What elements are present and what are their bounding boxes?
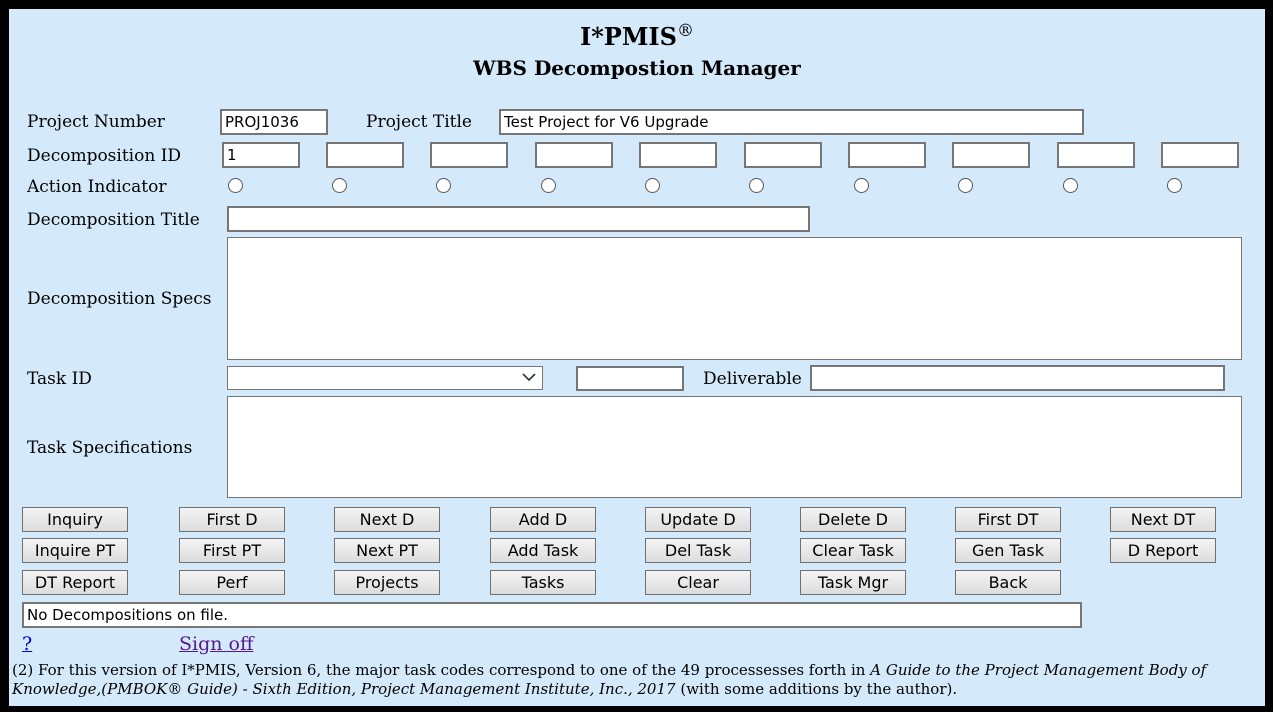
clear-task-button[interactable]: Clear Task [800, 538, 906, 563]
perf-button[interactable]: Perf [179, 570, 285, 595]
first-dt-button[interactable]: First DT [955, 507, 1061, 532]
add-task-button[interactable]: Add Task [490, 538, 596, 563]
action-indicator-radio-1[interactable] [228, 178, 243, 193]
footnote-citation: A Guide to the Project Management Body o… [12, 661, 1207, 698]
project-number-label: Project Number [27, 112, 165, 132]
next-dt-button[interactable]: Next DT [1110, 507, 1216, 532]
decomposition-id-input-9[interactable] [1057, 142, 1135, 168]
update-d-button[interactable]: Update D [645, 507, 751, 532]
decomposition-id-input-5[interactable] [639, 142, 717, 168]
status-message: No Decompositions on file. [22, 602, 1082, 628]
action-indicator-radio-9[interactable] [1063, 178, 1078, 193]
back-button[interactable]: Back [955, 570, 1061, 595]
page-frame: I*PMIS® WBS Decompostion Manager Project… [9, 9, 1265, 706]
action-indicator-radio-10[interactable] [1167, 178, 1182, 193]
action-indicator-radio-5[interactable] [645, 178, 660, 193]
decomposition-id-input-8[interactable] [952, 142, 1030, 168]
action-indicator-radio-4[interactable] [541, 178, 556, 193]
action-indicator-radio-2[interactable] [332, 178, 347, 193]
action-indicator-radio-8[interactable] [958, 178, 973, 193]
decomposition-title-input[interactable] [227, 206, 810, 232]
footnote-text: (2) For this version of I*PMIS, Version … [12, 661, 871, 679]
first-pt-button[interactable]: First PT [179, 538, 285, 563]
chevron-down-icon [522, 373, 536, 382]
d-report-button[interactable]: D Report [1110, 538, 1216, 563]
gen-task-button[interactable]: Gen Task [955, 538, 1061, 563]
decomposition-specs-label: Decomposition Specs [27, 289, 212, 309]
decomposition-id-input-3[interactable] [430, 142, 508, 168]
action-indicator-radio-3[interactable] [436, 178, 451, 193]
delete-d-button[interactable]: Delete D [800, 507, 906, 532]
action-indicator-label: Action Indicator [27, 177, 167, 197]
footnote-suffix: (with some additions by the author). [675, 680, 958, 698]
inquiry-button[interactable]: Inquiry [22, 507, 128, 532]
decomposition-id-input-2[interactable] [326, 142, 404, 168]
decomposition-title-label: Decomposition Title [27, 210, 200, 230]
project-title-label: Project Title [366, 112, 472, 132]
project-title-input[interactable]: Test Project for V6 Upgrade [499, 109, 1084, 135]
first-d-button[interactable]: First D [179, 507, 285, 532]
app-title: I*PMIS® [9, 21, 1265, 51]
page-subtitle: WBS Decompostion Manager [473, 56, 801, 80]
footnote: (2) For this version of I*PMIS, Version … [12, 661, 1262, 699]
deliverable-input[interactable] [810, 365, 1225, 391]
decomposition-id-input-1[interactable]: 1 [222, 142, 300, 168]
next-d-button[interactable]: Next D [334, 507, 440, 532]
tasks-button[interactable]: Tasks [490, 570, 596, 595]
next-pt-button[interactable]: Next PT [334, 538, 440, 563]
dt-report-button[interactable]: DT Report [22, 570, 128, 595]
help-link[interactable]: ? [22, 633, 33, 655]
inquire-pt-button[interactable]: Inquire PT [22, 538, 128, 563]
registered-mark: ® [676, 21, 694, 41]
task-id-select[interactable] [227, 366, 543, 390]
add-d-button[interactable]: Add D [490, 507, 596, 532]
decomposition-id-label: Decomposition ID [27, 146, 182, 166]
task-code-input[interactable] [576, 366, 684, 391]
task-specifications-textarea[interactable] [227, 396, 1242, 498]
decomposition-id-input-10[interactable] [1161, 142, 1239, 168]
action-indicator-radio-6[interactable] [749, 178, 764, 193]
decomposition-id-input-4[interactable] [535, 142, 613, 168]
task-specifications-label: Task Specifications [27, 438, 193, 458]
decomposition-id-input-6[interactable] [744, 142, 822, 168]
del-task-button[interactable]: Del Task [645, 538, 751, 563]
clear-button[interactable]: Clear [645, 570, 751, 595]
sign-off-link[interactable]: Sign off [179, 633, 254, 655]
deliverable-label: Deliverable [703, 369, 802, 389]
action-indicator-radio-7[interactable] [854, 178, 869, 193]
app-name: I*PMIS [580, 22, 677, 51]
decomposition-specs-textarea[interactable] [227, 237, 1242, 360]
decomposition-id-input-7[interactable] [848, 142, 926, 168]
task-id-label: Task ID [27, 369, 92, 389]
task-mgr-button[interactable]: Task Mgr [800, 570, 906, 595]
project-number-input[interactable]: PROJ1036 [220, 109, 328, 135]
projects-button[interactable]: Projects [334, 570, 440, 595]
